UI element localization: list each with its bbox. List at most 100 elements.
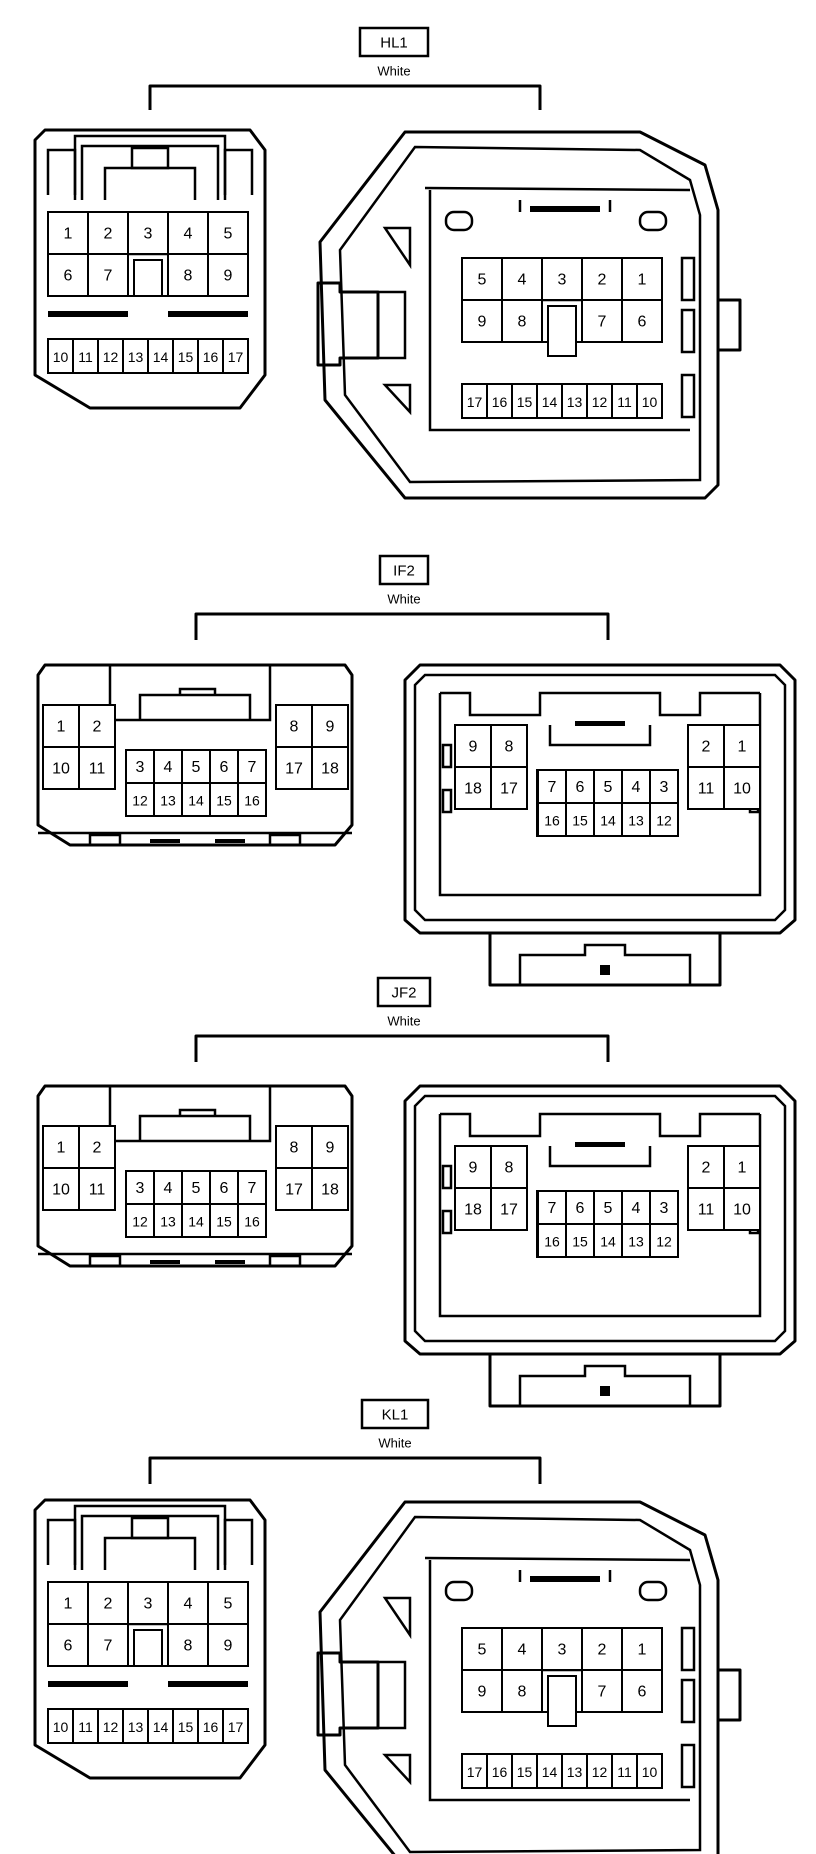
pin-number: 9 [478, 314, 487, 331]
pin-number: 10 [53, 349, 69, 365]
pin-number: 6 [638, 1684, 647, 1701]
pin-number: 3 [660, 779, 669, 796]
pin-number: 10 [733, 1202, 751, 1219]
pin-cell [687, 766, 725, 810]
pin-number: 15 [572, 813, 588, 829]
pin-number: 8 [184, 1638, 193, 1655]
pin-cell [237, 782, 267, 817]
pin-number: 2 [104, 1596, 113, 1613]
pin-cell [78, 1167, 116, 1211]
pin-cell [723, 1145, 761, 1189]
pin-number: 11 [78, 1719, 93, 1735]
pin-number: 9 [478, 1684, 487, 1701]
keyway-slot [133, 1629, 163, 1667]
pin-number: 3 [558, 272, 567, 289]
pin-number: 13 [128, 1719, 144, 1735]
connector-color: White [377, 64, 410, 79]
pin-number: 13 [160, 1214, 176, 1230]
pin-cell [207, 1623, 249, 1667]
pin-number: 5 [604, 1200, 613, 1217]
pin-number: 1 [64, 1596, 73, 1613]
pin-number: 2 [598, 272, 607, 289]
pin-cell [222, 338, 249, 374]
pin-number: 4 [518, 1642, 527, 1659]
pin-cell [47, 338, 74, 374]
pin-cell [275, 1125, 313, 1169]
pin-cell [486, 383, 513, 419]
keyway-slot [547, 305, 577, 357]
pin-cell [723, 766, 761, 810]
pin-cell [311, 1167, 349, 1211]
pin-number: 12 [656, 813, 672, 829]
pin-number: 7 [598, 314, 607, 331]
pin-cell [511, 383, 538, 419]
pin-number: 8 [505, 739, 514, 756]
pin-cell [72, 338, 99, 374]
pin-number: 15 [178, 1719, 194, 1735]
pin-number: 7 [104, 268, 113, 285]
pin-cell [207, 253, 249, 297]
pin-number: 13 [567, 394, 583, 410]
pin-cell [127, 1581, 169, 1625]
pin-number: 5 [604, 779, 613, 796]
connector-code: JF2 [391, 985, 416, 1002]
pin-cell [490, 1187, 528, 1231]
pin-number: 3 [558, 1642, 567, 1659]
pin-cell [47, 1581, 89, 1625]
pin-number: 1 [638, 272, 647, 289]
pin-number: 3 [136, 759, 145, 776]
pin-cell [87, 1581, 129, 1625]
pin-number: 6 [64, 1638, 73, 1655]
pin-number: 14 [542, 394, 558, 410]
pin-cell [621, 299, 663, 343]
pin-number: 9 [469, 739, 478, 756]
pin-number: 12 [656, 1234, 672, 1250]
pin-cell [209, 1203, 239, 1238]
pin-number: 4 [164, 1180, 173, 1197]
pin-number: 16 [492, 1764, 508, 1780]
pin-cell [454, 766, 492, 810]
pin-number: 10 [52, 761, 70, 778]
pin-cell [47, 1708, 74, 1744]
pin-number: 9 [224, 268, 233, 285]
pin-number: 2 [93, 719, 102, 736]
connector-code-box [358, 26, 430, 58]
pin-number: 17 [228, 1719, 244, 1735]
pin-cell [275, 1167, 313, 1211]
pin-number: 6 [220, 1180, 229, 1197]
pin-number: 10 [52, 1182, 70, 1199]
pin-number: 10 [642, 394, 658, 410]
pin-number: 11 [89, 761, 106, 778]
pin-number: 2 [93, 1140, 102, 1157]
pairing-bracket [148, 1456, 542, 1484]
pin-cell [97, 338, 124, 374]
pin-number: 16 [203, 1719, 219, 1735]
pin-number: 6 [64, 268, 73, 285]
pin-number: 6 [576, 779, 585, 796]
pin-cell [461, 383, 488, 419]
connector-code-box [378, 554, 430, 586]
pin-cell [687, 724, 725, 768]
connector-code: IF2 [393, 563, 415, 580]
pin-cell [565, 769, 595, 804]
pin-cell [207, 1581, 249, 1625]
pin-cell [621, 257, 663, 301]
pin-number: 16 [244, 793, 260, 809]
pin-cell [561, 1753, 588, 1789]
pin-number: 17 [285, 1182, 303, 1199]
pin-cell [649, 802, 679, 837]
pin-cell [621, 802, 651, 837]
pin-number: 8 [518, 1684, 527, 1701]
pin-number: 15 [216, 1214, 232, 1230]
pin-number: 13 [628, 813, 644, 829]
pin-number: 12 [103, 1719, 119, 1735]
pin-cell [461, 1753, 488, 1789]
pin-cell [687, 1187, 725, 1231]
pin-cell [167, 1581, 209, 1625]
